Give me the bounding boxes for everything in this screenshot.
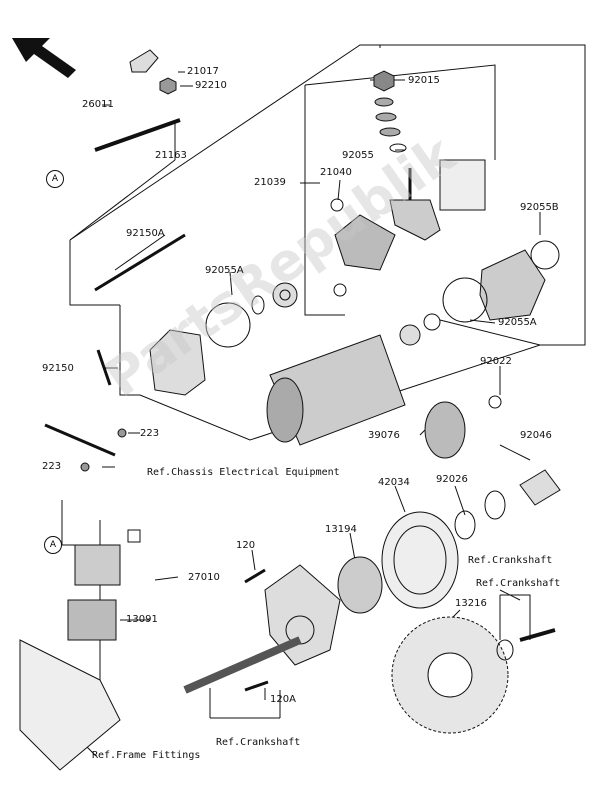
part-label: 92026 bbox=[436, 474, 468, 485]
ref-chassis-electrical: Ref.Chassis Electrical Equipment bbox=[147, 467, 340, 478]
frame-plate bbox=[19, 639, 121, 771]
part-label: 92055B bbox=[520, 202, 559, 213]
rotor-hub bbox=[264, 564, 341, 666]
part-label: 92055 bbox=[342, 150, 374, 161]
idler-gear bbox=[424, 401, 466, 459]
part-label: 13216 bbox=[455, 598, 487, 609]
part-label: 92022 bbox=[480, 356, 512, 367]
part-label: 92015 bbox=[408, 75, 440, 86]
part-label: 92055A bbox=[205, 265, 244, 276]
part-label: 120 bbox=[236, 540, 256, 551]
part-label: 223 bbox=[42, 461, 62, 472]
o-ring-92055A-left bbox=[205, 302, 251, 348]
part-label: 92210 bbox=[195, 80, 227, 91]
part-label: 223 bbox=[140, 428, 160, 439]
part-label: 92150A bbox=[126, 228, 165, 239]
part-label: 120A bbox=[270, 694, 296, 705]
o-ring-92055B bbox=[530, 240, 560, 270]
bolt-92150A bbox=[94, 233, 186, 292]
starter-relay bbox=[74, 544, 121, 586]
ref-crankshaft: Ref.Crankshaft bbox=[476, 578, 561, 589]
ref-crankshaft: Ref.Crankshaft bbox=[216, 737, 301, 748]
brush-plate bbox=[334, 214, 396, 271]
brush-holder bbox=[389, 199, 441, 241]
part-label: 21040 bbox=[320, 167, 352, 178]
part-label: 13091 bbox=[126, 614, 158, 625]
end-cover-right bbox=[439, 159, 486, 211]
part-label: 26011 bbox=[82, 99, 114, 110]
ref-crankshaft: Ref.Crankshaft bbox=[468, 555, 553, 566]
part-label: 21163 bbox=[155, 150, 187, 161]
ref-frame-fittings: Ref.Frame Fittings bbox=[92, 750, 201, 761]
nut-92210 bbox=[159, 77, 177, 95]
starter-cable bbox=[94, 118, 181, 152]
part-label: 92055A bbox=[498, 317, 537, 328]
part-label: 21039 bbox=[254, 177, 286, 188]
inner-outline bbox=[304, 64, 541, 346]
front-cover bbox=[149, 329, 206, 396]
part-label: 13194 bbox=[325, 524, 357, 535]
rear-cover bbox=[479, 249, 546, 321]
part-label: 21017 bbox=[187, 66, 219, 77]
part-label: 39076 bbox=[368, 430, 400, 441]
assembly-outline bbox=[69, 44, 586, 441]
part-label: 92150 bbox=[42, 363, 74, 374]
part-label: 42034 bbox=[378, 477, 410, 488]
callout-a-top: A bbox=[46, 170, 64, 188]
part-label: 27010 bbox=[188, 572, 220, 583]
o-ring-92055A-right bbox=[442, 277, 488, 323]
part-label: 92046 bbox=[520, 430, 552, 441]
needle-bearing bbox=[519, 469, 561, 506]
front-direction-arrow bbox=[12, 38, 76, 78]
callout-a-bottom: A bbox=[44, 536, 62, 554]
terminal-boot bbox=[129, 49, 159, 73]
nut-92015 bbox=[373, 70, 395, 92]
